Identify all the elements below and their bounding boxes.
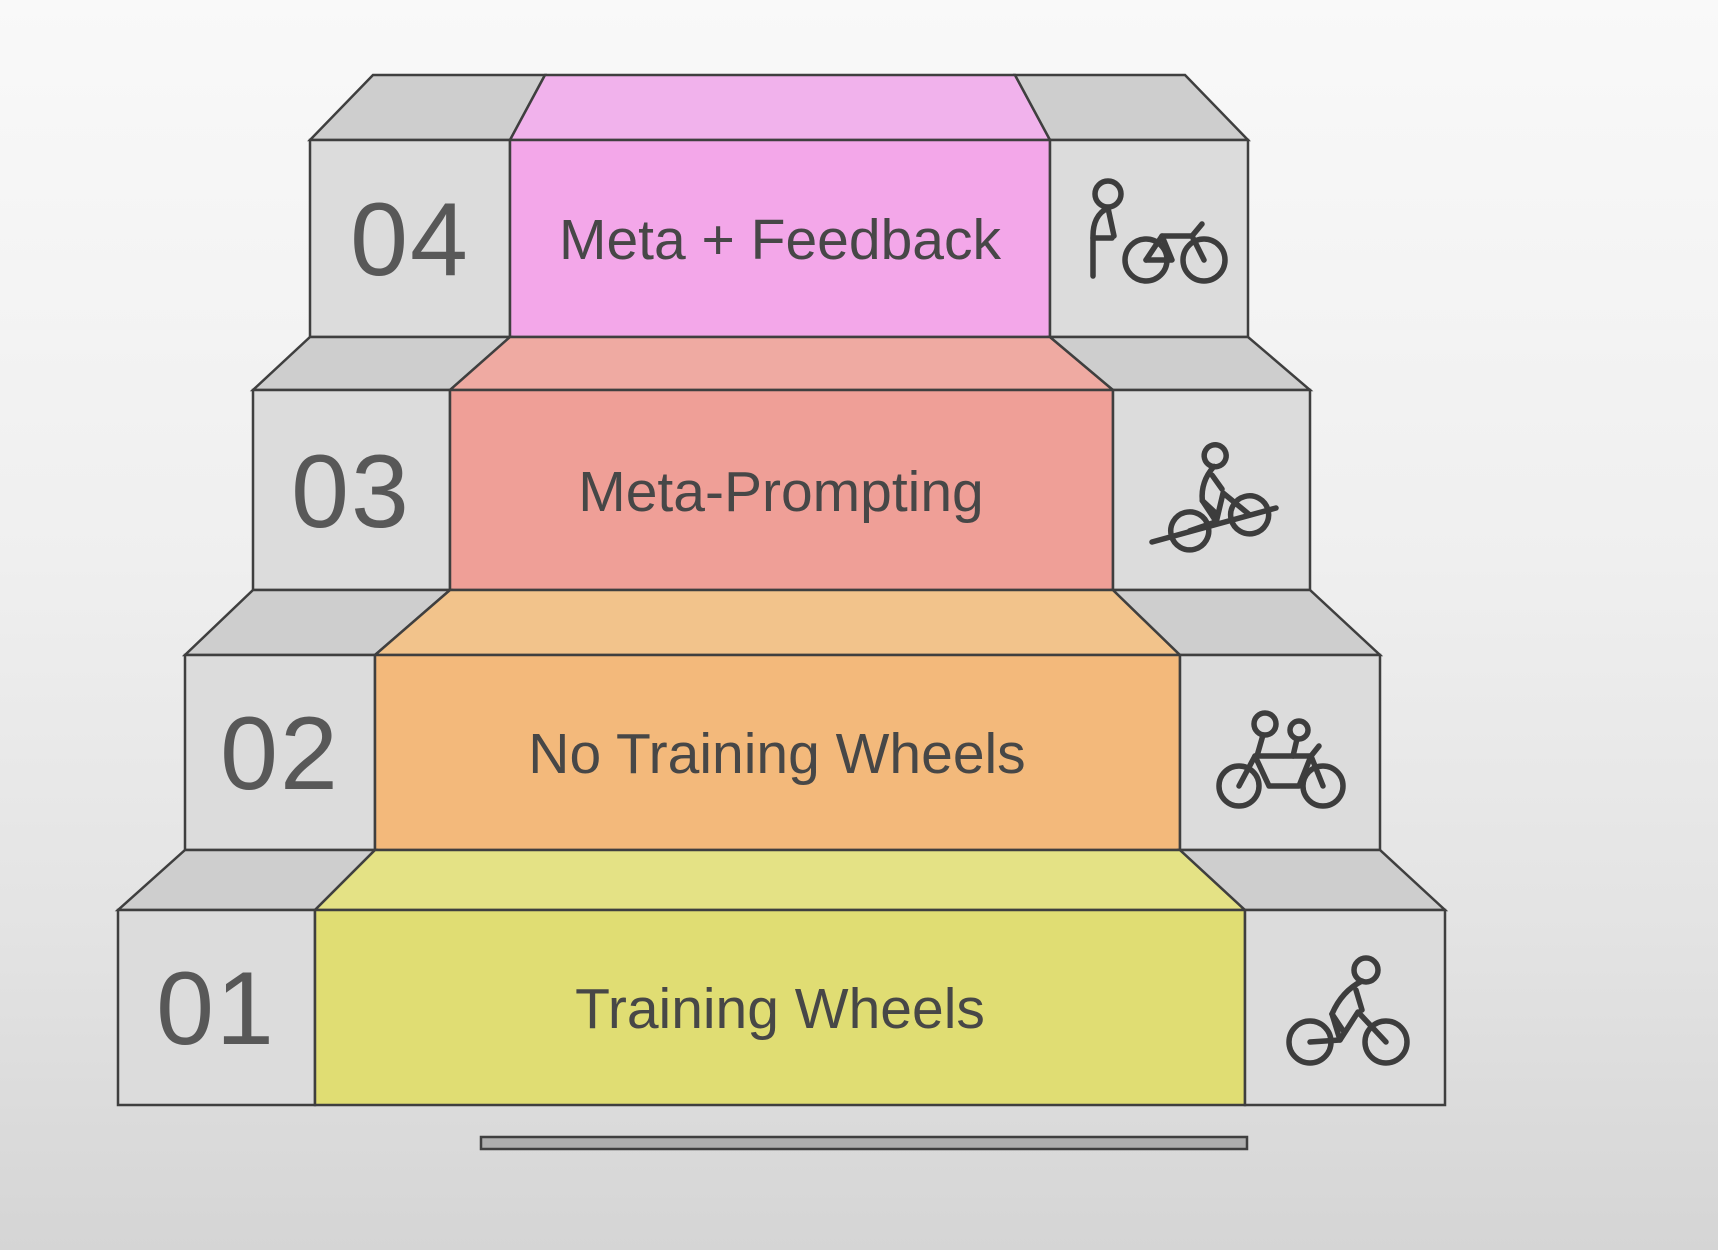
- base-strip: [479, 1135, 1249, 1151]
- step-04: 04 Meta + Feedback: [307, 73, 1251, 339]
- step-01-label: Training Wheels: [575, 977, 985, 1041]
- step-03-left-cap: [251, 388, 452, 592]
- step-02-right-cap: [1178, 653, 1382, 852]
- step-02-number: 02: [220, 696, 340, 812]
- step-03-top-panel: [446, 335, 1117, 392]
- step-03-right-cap: [1111, 388, 1312, 592]
- step-04-label: Meta + Feedback: [559, 208, 1002, 272]
- step-02-label: No Training Wheels: [528, 722, 1025, 786]
- step-03-number: 03: [291, 434, 411, 550]
- step-04-number: 04: [350, 182, 470, 298]
- step-01-left-cap: [116, 908, 317, 1107]
- step-04-top-panel: [507, 73, 1053, 142]
- cyclist-icon: [1286, 955, 1410, 1066]
- step-04-top-right-cap: [1012, 73, 1251, 142]
- step-04-left-cap: [308, 138, 512, 339]
- cyclist-uphill-icon: [1149, 441, 1279, 553]
- step-03: 03 Meta-Prompting: [249, 335, 1314, 592]
- step-01: 01 Training Wheels: [114, 848, 1449, 1107]
- person-with-bike-icon: [1090, 178, 1228, 284]
- step-02-left-cap: [183, 653, 377, 852]
- step-01-panel: [313, 908, 1247, 1107]
- step-04-panel: [508, 138, 1052, 339]
- step-02-top-panel: [371, 588, 1184, 657]
- step-01-right-cap: [1243, 908, 1447, 1107]
- step-03-panel: [448, 388, 1115, 592]
- step-01-number: 01: [156, 951, 276, 1067]
- step-02: 02 No Training Wheels: [181, 588, 1384, 852]
- step-01-top-panel: [311, 848, 1249, 912]
- tandem-cyclist-icon: [1216, 710, 1346, 809]
- step-03-label: Meta-Prompting: [578, 460, 984, 524]
- step-04-top-left-cap: [307, 73, 548, 142]
